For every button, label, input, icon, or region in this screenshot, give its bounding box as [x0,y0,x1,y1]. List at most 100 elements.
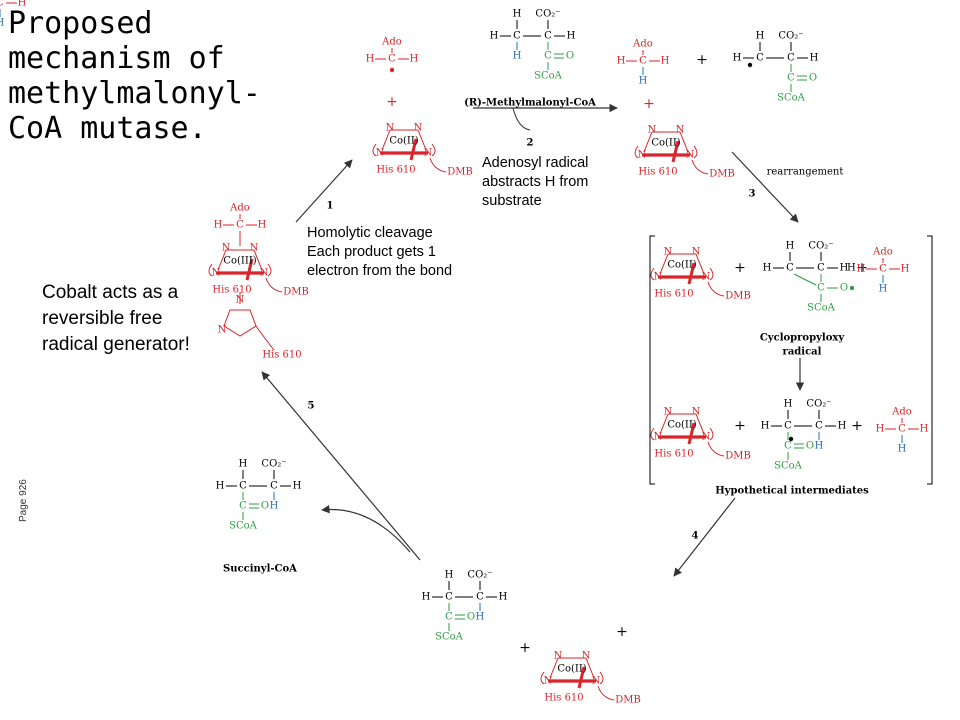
dmb-label: DMB [447,167,473,178]
his-label: His 610 [638,167,677,178]
plus-sign: + [734,260,746,276]
cobalt-label: Co(II) [667,260,696,271]
succinyl-coa-label: Succinyl-CoA [223,564,297,575]
co-axial-bond [409,138,418,161]
rearrangement-label: rearrangement [767,167,844,178]
atom-label: N [236,295,245,306]
atom-label: N [692,247,701,258]
corrin-ring [634,145,698,159]
atom-label: H [639,76,648,87]
adenosyl-radical-note: Adenosyl radical abstracts H from substr… [482,155,589,209]
atom-label: His 610 [262,350,301,361]
arrow-step-3 [731,151,799,223]
atom-label: H [270,501,279,512]
atom-label: C [513,31,521,42]
dmb-label: DMB [615,695,641,706]
atom-label: SCoA [807,303,836,314]
atom-label: N [702,272,711,283]
atom-label: H [763,263,772,274]
atom-label: N [260,268,269,279]
atom-label: Ado [891,407,912,418]
atom-label: H [733,53,742,64]
atom-label: C [445,592,453,603]
atom-label: N [218,325,227,336]
atom-label: O [809,73,817,84]
atom-label: SCoA [435,632,464,643]
corrin-ring [540,671,604,685]
atom-label: H [847,263,856,274]
co-axial-bond [245,258,254,281]
substrate-label: (R)-Methylmalonyl-CoA [464,98,596,109]
atom-label: C [445,612,453,623]
reaction-arrows [261,103,805,577]
atom-label: N [664,407,673,418]
dmb-label: DMB [725,291,751,302]
atom-label: C [239,501,247,512]
cobalt-label: Co(II) [651,138,680,149]
corrin-ring [659,253,705,275]
plus-sign: + [734,418,746,434]
arrow-product-release [321,505,411,553]
atom-label: H [879,284,888,295]
atom-label: C [270,481,278,492]
atom-label: N [222,243,231,254]
atom-label: N [686,150,695,161]
atom-label: O [840,283,848,294]
homolytic-cleavage-note: Homolytic cleavage Each product gets 1 e… [307,225,453,279]
atom-label: Ado [632,39,653,50]
dmb-link [691,159,709,175]
atom-label: O [566,51,574,62]
atom-label: C [388,54,396,65]
atom-label: C [639,56,647,67]
dmb-link [707,281,725,297]
plus-sign: + [386,94,398,110]
his-label: His 610 [654,449,693,460]
co-axial-bond [671,140,680,163]
atom-label: N [664,247,673,258]
step-number: 3 [749,189,756,200]
atom-label: C [544,31,552,42]
corrin-ring [650,267,714,281]
atom-label: Ado [381,37,402,48]
dmb-link [707,441,725,457]
atom-label: H [293,481,302,492]
radical-dot [788,436,794,442]
his-label: His 610 [654,289,693,300]
arrow-step-1 [295,159,353,223]
corrin-ring [650,427,714,441]
atom-label: H [901,264,910,275]
bracket-left [649,235,655,485]
intermediates-bracket [649,235,933,485]
co-axial-bond [687,422,696,445]
atom-label: H [216,481,225,492]
atom-label: CO₂⁻ [808,241,833,252]
his-imidazole: N N His 610 [218,292,302,361]
atom-label: H [567,31,576,42]
atom-label: H [838,421,847,432]
atom-label: H [490,31,499,42]
atom-label: C [476,592,484,603]
step-number: 2 [527,138,534,149]
plus-sign: + [696,52,708,68]
corrin-ring [643,131,689,153]
plus-sign: + [643,96,655,112]
atom-label: H [214,220,223,231]
atom-label: C [756,53,764,64]
dmb-label: DMB [725,451,751,462]
atom-label: C [784,441,792,452]
bracket-right [927,235,933,485]
dmb-label: DMB [283,287,309,298]
atom-label: N [676,125,685,136]
atom-label: H [920,424,929,435]
atom-label: H [445,570,454,581]
